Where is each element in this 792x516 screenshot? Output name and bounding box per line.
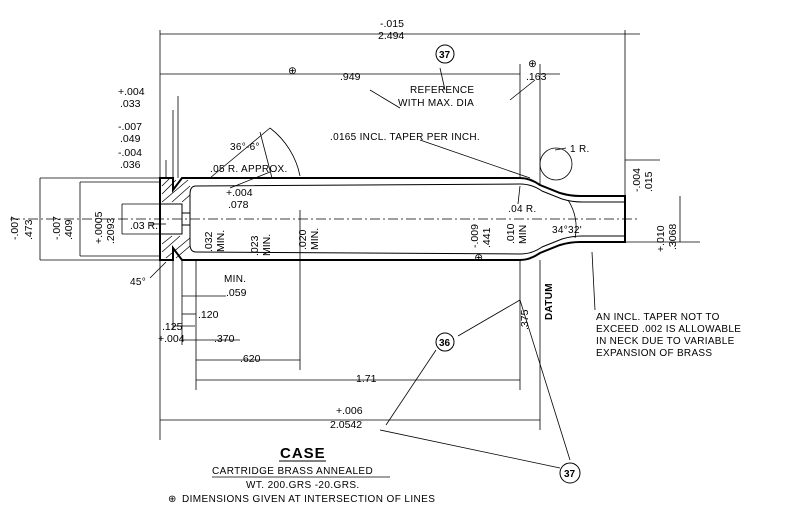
title-footnote: DIMENSIONS GIVEN AT INTERSECTION OF LINE… <box>182 494 435 505</box>
overall-length: 2.494 <box>378 30 404 42</box>
dimension-text: -.015 2.494 ⊕ .949 REFERENCE WITH MAX. D… <box>9 18 741 431</box>
neck-tol: -.004 <box>631 168 643 192</box>
reference-label: REFERENCE <box>410 85 474 96</box>
fillet-note: .05 R. APPROX. <box>210 164 288 175</box>
min-label: MIN. <box>224 274 246 285</box>
min032-value: .032 <box>203 231 215 252</box>
title-block: CASE CARTRIDGE BRASS ANNEALED WT. 200.GR… <box>168 445 435 505</box>
primer-tol: +.0005 <box>93 211 105 244</box>
intersection-symbol-3: ⊕ <box>473 253 485 262</box>
balloon-36-text: 36 <box>439 338 451 349</box>
angle-top: 36°-6° <box>230 142 260 153</box>
balloon-37-bottom-text: 37 <box>564 469 576 480</box>
mouth-tol: +.010 <box>655 225 667 252</box>
head-dia-tol: -.007 <box>51 216 63 240</box>
dimension-lines <box>39 30 700 440</box>
groove-value: .049 <box>120 133 141 145</box>
angle-45: 45° <box>130 277 146 288</box>
r1-note: 1 R. <box>570 144 590 155</box>
rim-thickness: .033 <box>120 98 141 110</box>
mouth-dia: .3068 <box>667 224 679 250</box>
rim-dia-tol: -.007 <box>9 216 21 240</box>
min010-value: .010 <box>505 223 517 244</box>
dim-171: 1.71 <box>356 373 377 385</box>
overall-tol: -.015 <box>380 18 404 30</box>
shoulder-tol: -.009 <box>469 224 481 248</box>
dim-059: .059 <box>226 287 247 299</box>
angle-arc <box>269 127 301 177</box>
title-weight: WT. 200.GRS -20.GRS. <box>246 480 360 491</box>
web-inner <box>189 185 197 253</box>
body-length: 2.0542 <box>330 419 362 431</box>
groove-tol: -.007 <box>118 121 142 133</box>
balloon-36 <box>435 332 455 352</box>
radius-04: .04 R. <box>508 204 536 215</box>
bevel-value: .036 <box>120 159 141 171</box>
dim-125-tol: +.004 <box>158 333 185 345</box>
shoulder-angle: 34°32' <box>552 225 582 236</box>
neck-note-line-3: IN NECK DUE TO VARIABLE <box>596 336 735 347</box>
neck-note-line-4: EXPANSION OF BRASS <box>596 348 712 359</box>
web-value: .078 <box>228 199 249 211</box>
web-tol: +.004 <box>226 187 253 199</box>
shoulder-angle-arc <box>567 199 577 239</box>
min032-label: MIN. <box>215 230 227 252</box>
intersection-symbol-1: ⊕ <box>288 65 297 77</box>
primer-value: .2093 <box>105 218 117 244</box>
dim-370: .370 <box>214 333 235 345</box>
radius-03: .03 R. <box>130 220 158 232</box>
neck-note-line-1: AN INCL. TAPER NOT TO <box>596 312 720 323</box>
taper-note: .0165 INCL. TAPER PER INCH. <box>330 132 480 143</box>
dim-375: .375 <box>519 309 531 330</box>
balloon-37-bottom <box>559 462 581 484</box>
neck-note-line-2: EXCEED .002 IS ALLOWABLE <box>596 324 741 335</box>
dim-620: .620 <box>240 353 261 365</box>
min020-label: MIN. <box>309 228 321 250</box>
head-dia-value: .409 <box>63 219 75 240</box>
min020-value: .020 <box>297 229 309 250</box>
reference-length: .949 <box>340 71 361 83</box>
footnote-symbol: ⊕ <box>168 494 177 505</box>
inner-wall-top <box>195 183 625 203</box>
shoulder-dia: .441 <box>481 227 493 248</box>
leader-lines <box>149 67 596 469</box>
balloons: 37 36 37 <box>435 44 581 484</box>
reference-label-2: WITH MAX. DIA <box>398 98 474 109</box>
min010-label: MIN <box>517 225 529 244</box>
head-hatching <box>161 177 191 259</box>
dim-125: .125 <box>162 321 183 333</box>
shoulder-ref: .163 <box>526 71 547 83</box>
neck-value: .015 <box>643 171 655 192</box>
balloon-37-top-text: 37 <box>439 50 451 61</box>
body-tol: +.006 <box>336 405 363 417</box>
balloon-37-top <box>435 44 455 64</box>
bevel-tol: -.004 <box>118 147 142 159</box>
min023-label: MIN. <box>261 234 273 256</box>
radius-circle <box>539 147 573 181</box>
dim-120: .120 <box>198 309 219 321</box>
rim-tol: +.004 <box>118 86 145 98</box>
datum-label: DATUM <box>544 283 555 320</box>
min023-value: .023 <box>249 235 261 256</box>
inner-wall-bottom <box>195 235 625 255</box>
rim-dia-value: .473 <box>23 219 35 240</box>
intersection-symbol-2: ⊕ <box>528 58 537 70</box>
title-case: CASE <box>280 445 326 462</box>
title-material: CARTRIDGE BRASS ANNEALED <box>212 466 373 477</box>
